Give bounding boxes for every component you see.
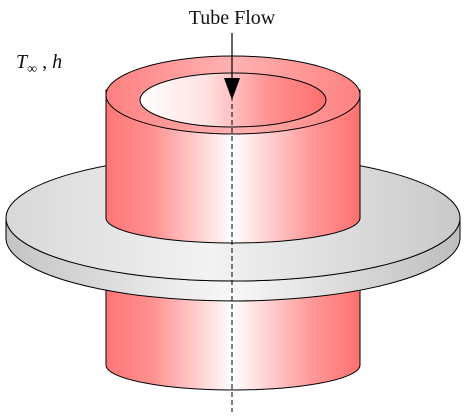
ambient-condition-label: T∞ , h <box>16 51 62 77</box>
arrow-down-icon <box>224 33 240 100</box>
tube-flow-label: Tube Flow <box>189 7 276 29</box>
ambient-temperature-symbol: T <box>16 51 29 73</box>
lower-tube-segment <box>105 284 361 391</box>
ambient-label-separator: , <box>37 51 52 73</box>
ambient-temperature-subscript: ∞ <box>27 62 37 77</box>
heat-transfer-coefficient-symbol: h <box>52 51 62 73</box>
